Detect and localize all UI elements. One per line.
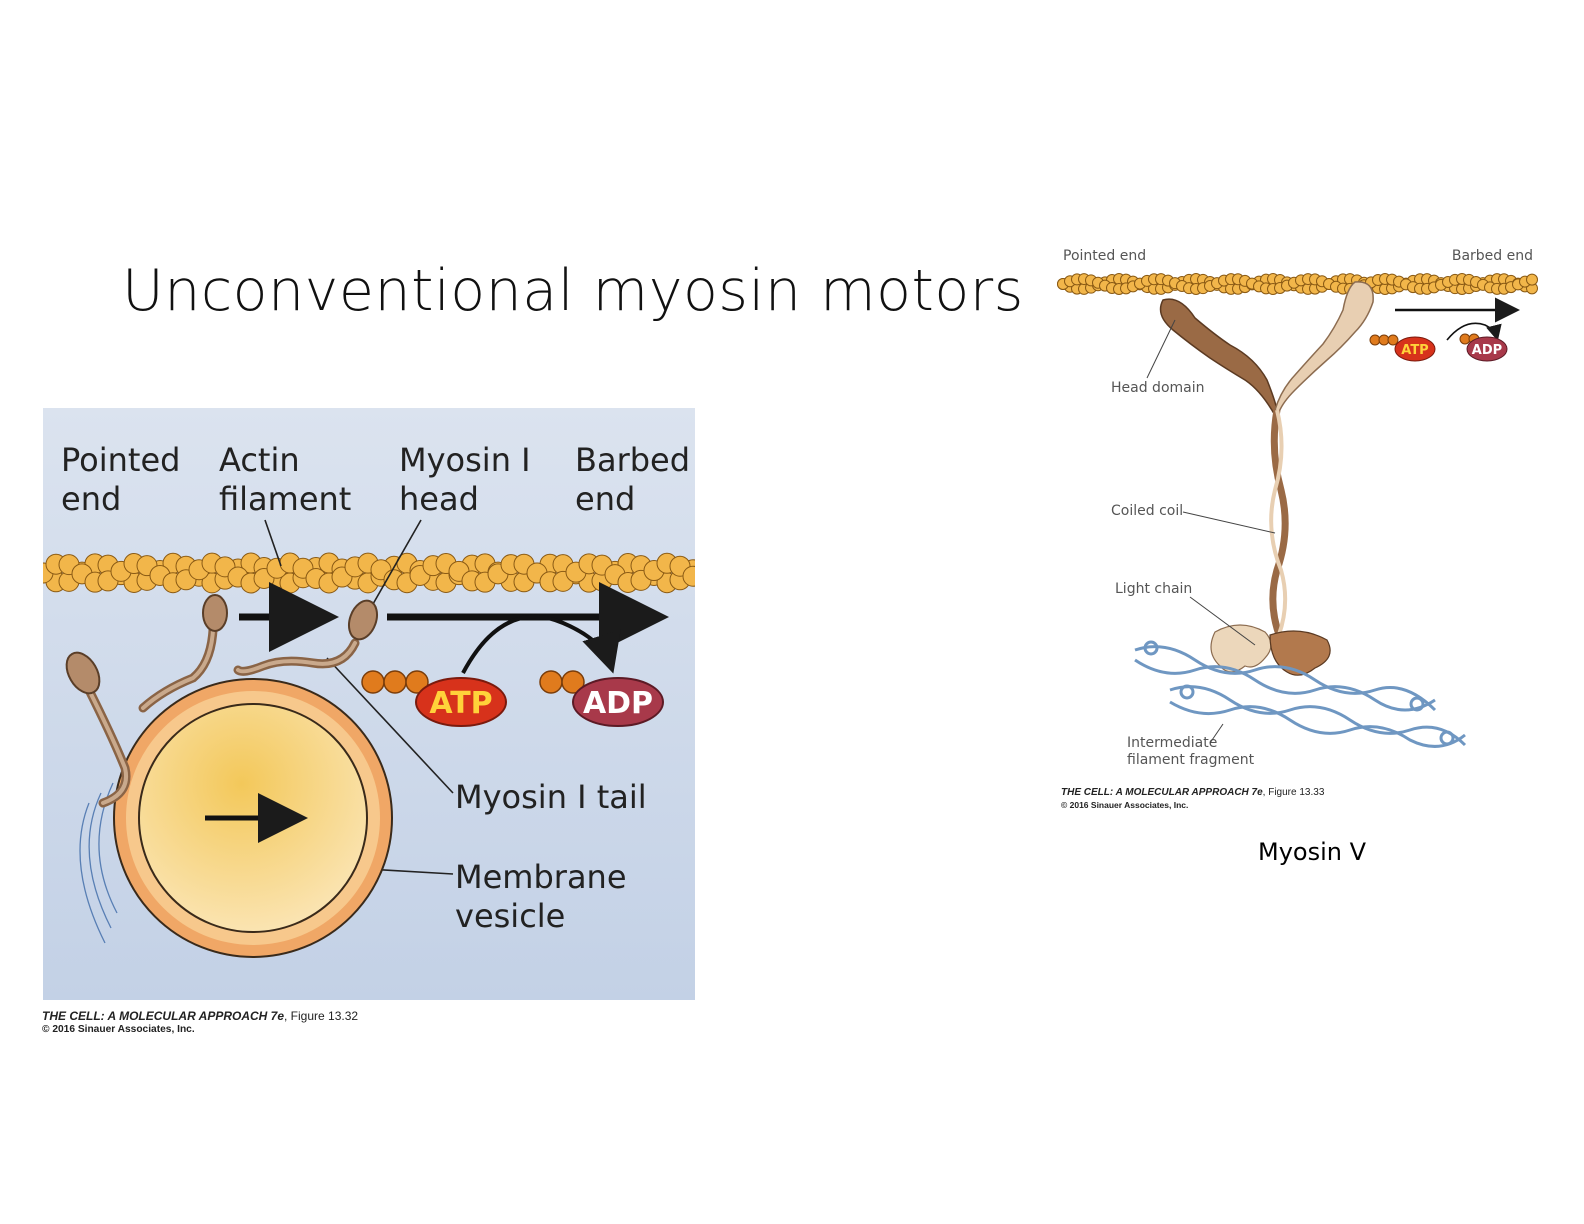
myosin-i-diagram: Pointed end Actin filament Myosin I head… <box>43 408 695 1000</box>
adp-badge: ADP <box>572 677 664 727</box>
label-membrane-vesicle-1: Membrane <box>455 858 627 896</box>
myosin-v-diagram: Pointed end Barbed end Head domain Coile… <box>1057 248 1538 768</box>
actin-subunit <box>682 565 695 587</box>
myosin-v-heads <box>1159 281 1374 414</box>
label-head-domain: Head domain <box>1111 380 1205 396</box>
credit-left: THE CELL: A MOLECULAR APPROACH 7e, Figur… <box>42 1009 358 1037</box>
label-pointed-end-2: end <box>61 480 121 518</box>
label-barbed-end: Barbed end <box>1452 248 1533 264</box>
slide-title: Unconventional myosin motors <box>122 258 1024 324</box>
credit-left-copyright: © 2016 Sinauer Associates, Inc. <box>42 1024 195 1035</box>
label-coiled-coil: Coiled coil <box>1111 503 1183 519</box>
membrane-vesicle <box>113 678 393 958</box>
label-myosin-head-1: Myosin I <box>399 441 531 479</box>
label-membrane-vesicle-2: vesicle <box>455 897 565 935</box>
actin-subunit <box>1526 273 1538 286</box>
actin-filament <box>43 552 695 594</box>
label-actin-filament-2: filament <box>219 480 351 518</box>
caption-myosin-v: Myosin V <box>1258 838 1367 866</box>
label-barbed-end-1: Barbed <box>575 441 690 479</box>
atp-label-right: ATP <box>1401 343 1428 358</box>
adp-badge-right: ADP <box>1466 336 1508 362</box>
label-myosin-head-2: head <box>399 480 479 518</box>
credit-left-figure: , Figure 13.32 <box>284 1009 359 1023</box>
label-light-chain: Light chain <box>1115 581 1192 597</box>
myosin-heads <box>65 594 379 695</box>
adp-label-right: ADP <box>1472 343 1502 358</box>
atp-label: ATP <box>429 686 492 721</box>
label-barbed-end-2: end <box>575 480 635 518</box>
credit-right: THE CELL: A MOLECULAR APPROACH 7e, Figur… <box>1061 787 1324 810</box>
credit-right-figure: , Figure 13.33 <box>1262 787 1325 798</box>
intermediate-filament <box>1134 640 1467 748</box>
adp-label: ADP <box>583 686 653 721</box>
label-myosin-tail: Myosin I tail <box>455 778 647 816</box>
tail-domains <box>1210 624 1331 676</box>
label-intermediate-2: filament fragment <box>1127 752 1255 768</box>
label-pointed-end-1: Pointed <box>61 441 180 479</box>
atp-badge: ATP <box>415 677 507 727</box>
coiled-coil <box>1269 409 1289 642</box>
credit-left-ref: THE CELL: A MOLECULAR APPROACH 7e <box>42 1009 285 1023</box>
label-actin-filament-1: Actin <box>219 441 300 479</box>
label-pointed-end: Pointed end <box>1063 248 1146 264</box>
atp-badge-right: ATP <box>1394 336 1436 362</box>
label-intermediate-1: Intermediate <box>1127 735 1217 751</box>
actin-filament-right <box>1057 273 1538 295</box>
credit-right-ref: THE CELL: A MOLECULAR APPROACH 7e <box>1061 787 1263 798</box>
credit-right-copyright: © 2016 Sinauer Associates, Inc. <box>1061 799 1189 810</box>
